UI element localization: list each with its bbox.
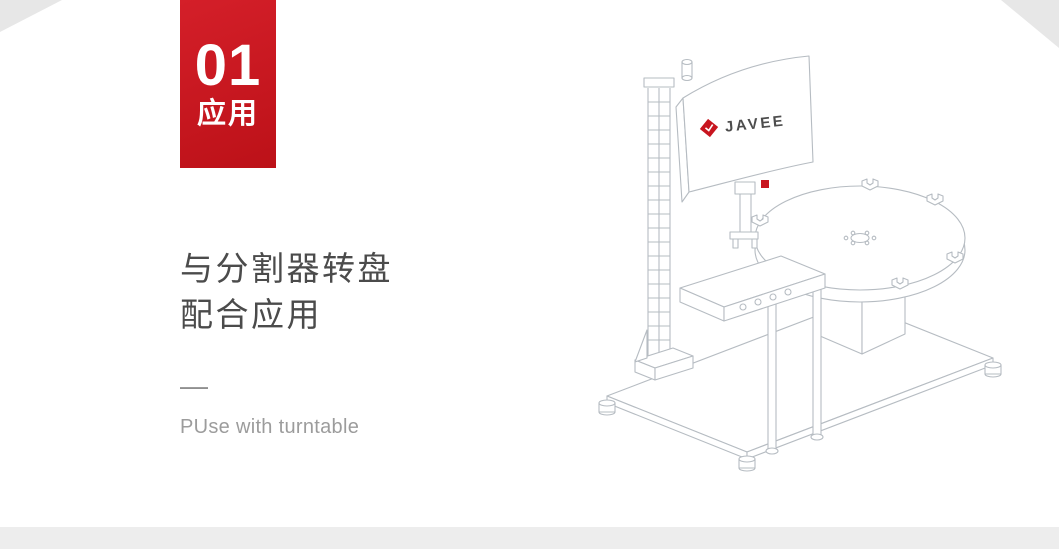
actuator-accent xyxy=(761,180,769,188)
bottom-bar xyxy=(0,527,1059,549)
base-plate xyxy=(598,301,1002,472)
machine-illustration: JAVEE xyxy=(598,55,1002,472)
page-title-line-2: 配合应用 xyxy=(180,295,322,333)
brand-text: JAVEE xyxy=(724,113,786,136)
page-title: 与分割器转盘 配合应用 xyxy=(180,246,393,337)
page-title-line-1: 与分割器转盘 xyxy=(180,250,393,287)
machine-head: JAVEE xyxy=(675,55,814,203)
javee-logo-icon xyxy=(699,118,719,138)
support-mast xyxy=(634,77,694,381)
subtitle-english: PUse with turntable xyxy=(180,416,360,438)
control-console xyxy=(679,255,826,322)
dash-divider: — xyxy=(180,370,208,401)
top-right-fold-decoration xyxy=(1001,0,1059,48)
section-number: 01 xyxy=(194,33,262,99)
section-number-badge: 01 应用 xyxy=(180,0,276,168)
section-label: 应用 xyxy=(196,98,259,131)
top-left-fold-decoration xyxy=(0,0,62,32)
disc-hub xyxy=(850,232,870,244)
actuator-gripper xyxy=(729,180,769,249)
